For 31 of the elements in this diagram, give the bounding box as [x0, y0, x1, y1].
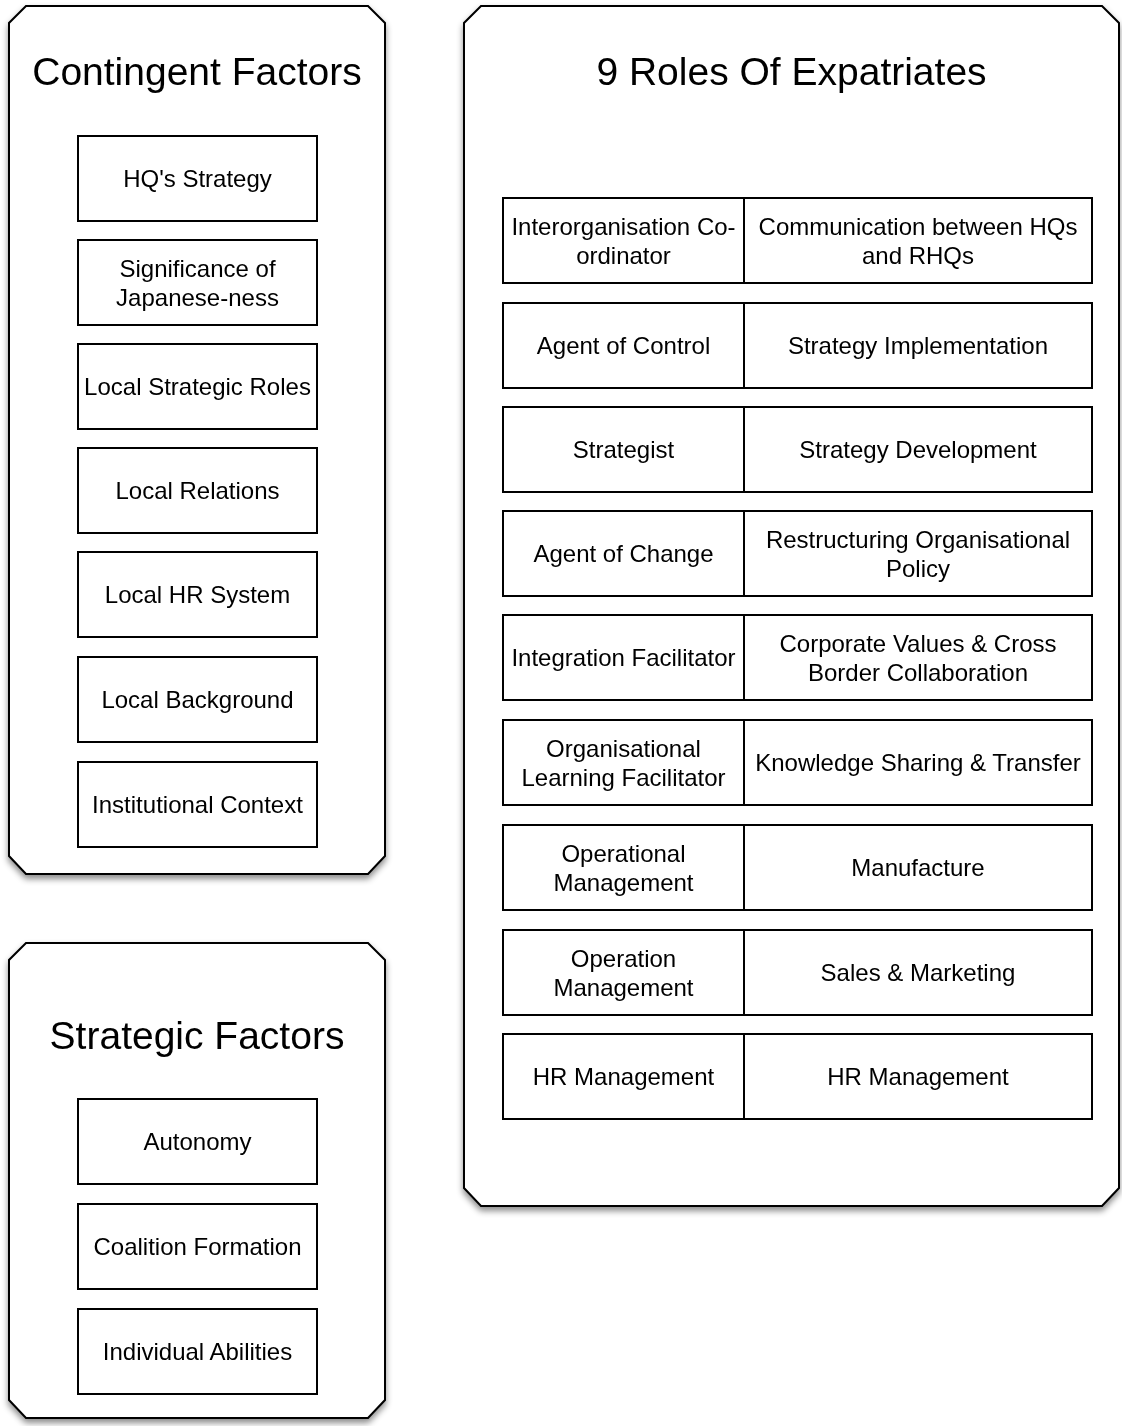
factor-box: Local HR System — [77, 551, 318, 638]
role-box: Operation Management — [502, 929, 745, 1016]
role-box: Operational Management — [502, 824, 745, 911]
factor-box: Coalition Formation — [77, 1203, 318, 1290]
role-box: Corporate Values & Cross Border Collaboration — [743, 614, 1093, 701]
factor-box: HQ's Strategy — [77, 135, 318, 222]
factor-box: Significance of Japanese-ness — [77, 239, 318, 326]
role-box: Interorganisation Co-ordinator — [502, 197, 745, 284]
role-box: Communication between HQs and RHQs — [743, 197, 1093, 284]
role-box: Restructuring Organisational Policy — [743, 510, 1093, 597]
role-box: Integration Facilitator — [502, 614, 745, 701]
factor-box: Local Background — [77, 656, 318, 743]
role-box: HR Management — [743, 1033, 1093, 1120]
role-box: Knowledge Sharing & Transfer — [743, 719, 1093, 806]
role-box: Organisational Learning Facilitator — [502, 719, 745, 806]
role-box: HR Management — [502, 1033, 745, 1120]
role-box: Sales & Marketing — [743, 929, 1093, 1016]
role-box: Agent of Change — [502, 510, 745, 597]
panel-title: 9 Roles Of Expatriates — [595, 50, 988, 94]
factor-box: Institutional Context — [77, 761, 318, 848]
role-box: Agent of Control — [502, 302, 745, 389]
role-box: Strategy Implementation — [743, 302, 1093, 389]
panel-title: Strategic Factors — [48, 1014, 346, 1058]
role-box: Strategist — [502, 406, 745, 493]
factor-box: Autonomy — [77, 1098, 318, 1185]
factor-box: Local Strategic Roles — [77, 343, 318, 430]
role-box: Manufacture — [743, 824, 1093, 911]
factor-box: Local Relations — [77, 447, 318, 534]
role-box: Strategy Development — [743, 406, 1093, 493]
panel-title: Contingent Factors — [31, 50, 363, 94]
factor-box: Individual Abilities — [77, 1308, 318, 1395]
